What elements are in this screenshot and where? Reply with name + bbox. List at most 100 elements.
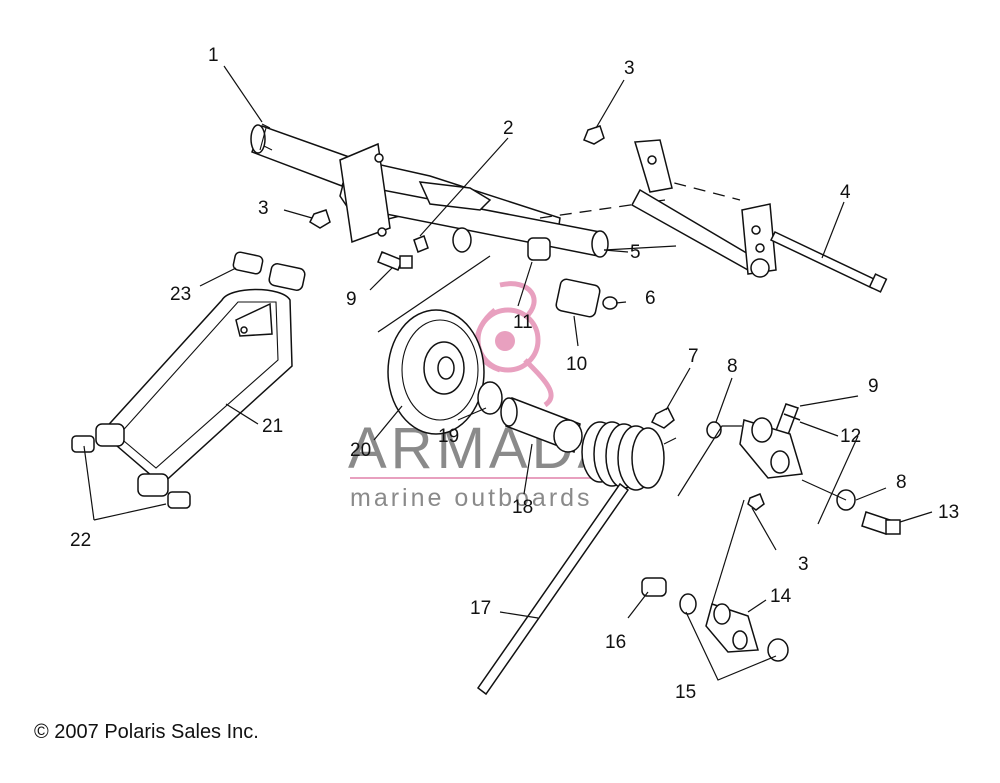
bracket-hole-3 [755,243,765,253]
callout-21: 21 [262,416,283,437]
callout-16: 16 [605,632,626,653]
washer-19 [477,381,503,415]
spring-arm-lower [476,482,630,696]
leader-1 [223,65,263,123]
leader-2 [419,137,509,237]
leader-20 [373,405,403,441]
callout-8-right: 8 [896,472,907,493]
bushings-top [232,251,306,291]
axle-shaft-upper [251,125,353,187]
bracket-plate-left [634,139,673,193]
leader-4 [821,201,845,259]
idler-wheel-rim [401,319,479,421]
callout-4: 4 [840,182,851,203]
leader-lines [83,65,933,681]
alignment-dashline-2 [654,177,741,201]
center-link-line-4 [817,435,859,525]
nut-left [309,209,331,229]
axle-knurl [259,123,273,151]
nut-center [747,493,765,511]
leader-15 [685,611,777,681]
callout-19: 19 [438,426,459,447]
bracket-hole [647,155,657,165]
idler-wheel-bore [437,356,455,380]
link-arm [71,288,293,509]
callout-9-right: 9 [868,376,879,397]
callout-2: 2 [503,118,514,139]
callout-17: 17 [470,598,491,619]
adjuster-block [555,278,601,318]
logo-dot [495,331,515,351]
washer-15-left [679,593,697,615]
callout-13: 13 [938,502,959,523]
callout-11: 11 [513,312,533,333]
link-bushing-lower-2 [95,423,125,447]
long-bolt [769,231,888,293]
spring-arm-upper [663,437,677,445]
leader-7 [665,367,691,411]
bushing-small [232,251,264,275]
callout-7: 7 [688,346,699,367]
center-link-line-2 [801,479,847,501]
arm-bracket [418,181,492,211]
leader-22 [83,445,167,521]
callout-8-top: 8 [727,356,738,377]
callout-10: 10 [566,354,587,375]
long-bolt-shaft [769,231,878,289]
spring-tube-end [553,419,583,453]
callout-3-left: 3 [258,198,269,219]
ring-6 [602,296,618,310]
arm-plate-hole [374,153,384,163]
bracket-plate-right [741,203,777,275]
leader-13 [899,511,933,523]
callout-15: 15 [675,682,696,703]
bushing-11 [527,237,551,261]
leader-16 [627,591,649,619]
leader-8-right [855,487,887,501]
bracket-bushing [750,258,770,278]
long-bolt-head [868,273,888,293]
lower-clevis-slot [732,630,748,650]
nut-7 [650,406,675,429]
bolt-left [377,251,413,271]
callout-12: 12 [840,426,861,447]
bolt-13-head [885,519,901,535]
callout-9-left: 9 [346,289,357,310]
callout-3-top: 3 [624,58,635,79]
link-arm-hole [240,326,248,334]
callout-5: 5 [630,242,641,263]
leader-12 [799,421,839,437]
leader-9-right [799,395,859,407]
link-bushing-lower-3 [137,473,169,497]
clevis [739,417,803,479]
link-arm-inner [117,301,279,469]
bracket-rail [630,188,757,272]
wheel-link-line [377,255,491,333]
leader-8-top [715,377,733,423]
watermark-tagline: marine outboards [350,484,593,512]
callout-22: 22 [70,530,91,551]
leader-18 [523,443,533,495]
clevis-hole [751,417,773,443]
spring-coil-5 [631,427,665,489]
clevis-hole-2 [770,450,790,474]
leader-11 [517,261,533,307]
washer-15-right [767,638,789,662]
leader-17 [499,611,539,619]
callout-6: 6 [645,288,656,309]
callout-23: 23 [170,284,191,305]
arm-plate-hole-2 [377,227,387,237]
leader-3-center [751,507,777,551]
leader-3-left [283,209,313,219]
link-bushing-lower-1 [71,435,95,453]
leader-14 [747,599,767,613]
leader-19 [457,407,487,421]
bracket-hole-2 [751,225,761,235]
leader-3-top [595,79,625,129]
torsion-spring [476,419,677,696]
callout-18: 18 [512,497,533,518]
center-link-line-3 [711,499,745,605]
callouts: 1 2 3 3 3 4 5 6 7 8 8 9 9 10 11 12 13 14… [70,45,959,703]
leader-23 [199,267,237,287]
